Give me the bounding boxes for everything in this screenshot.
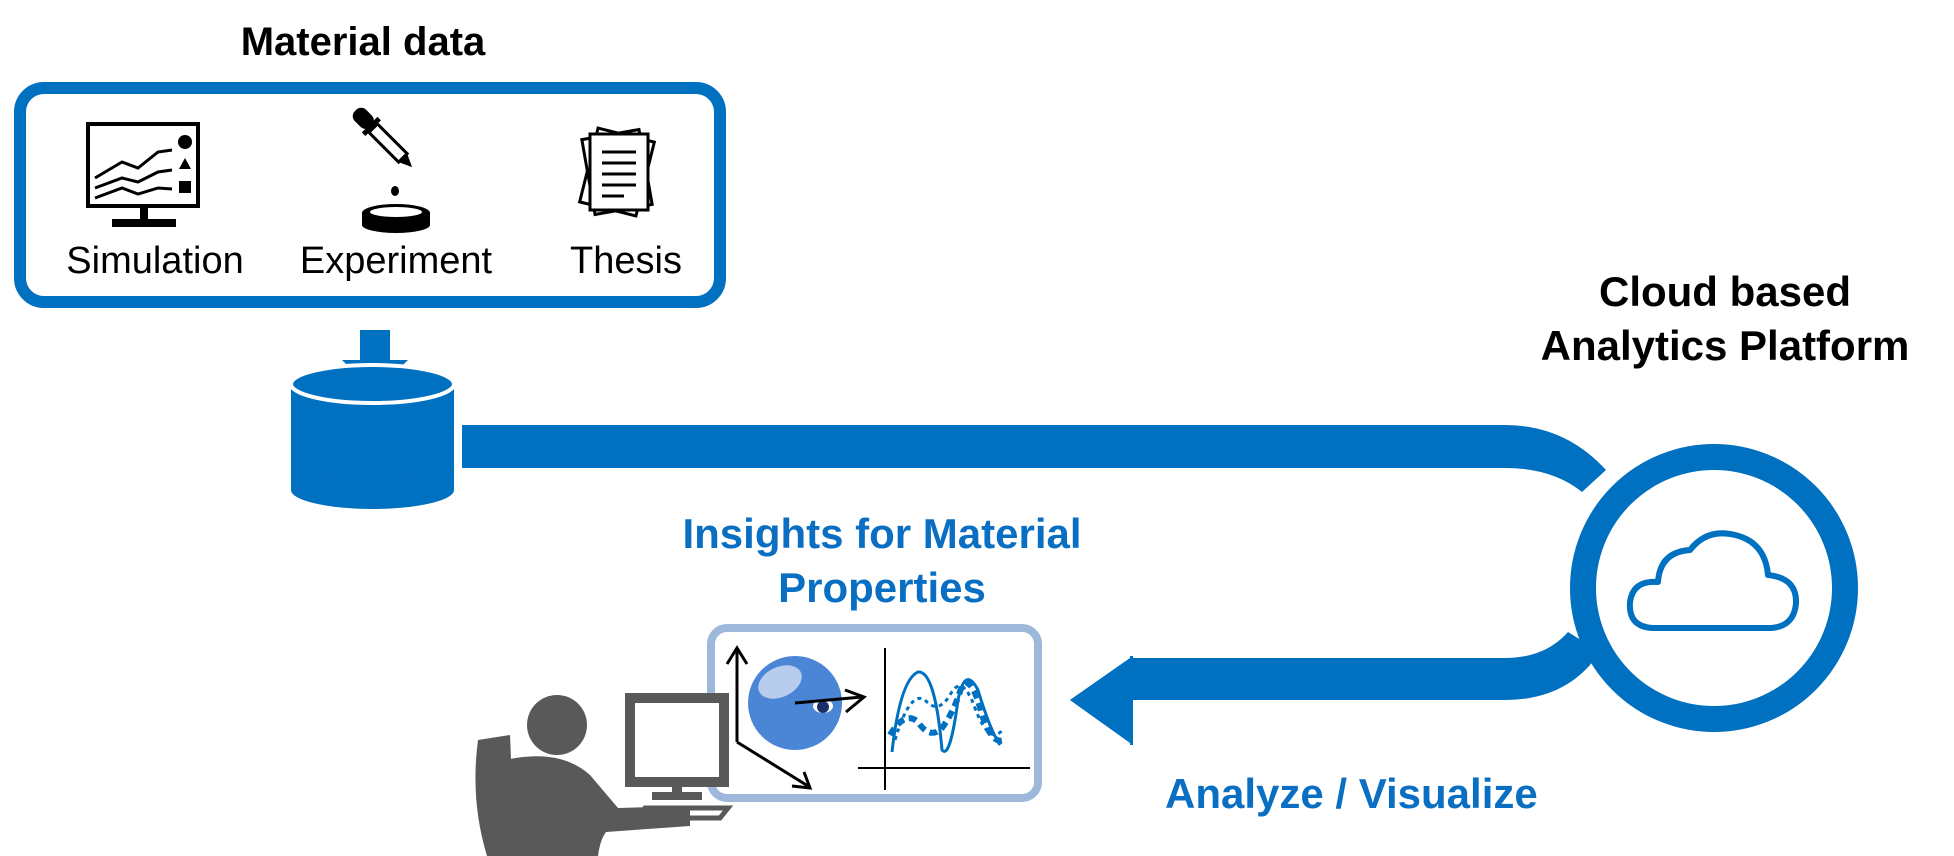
cloud-platform-ring <box>1583 457 1845 719</box>
user-at-computer-icon <box>475 695 728 856</box>
platform-title-line2: Analytics Platform <box>1541 322 1910 370</box>
lower-flow-band <box>1130 632 1600 700</box>
database-cylinder-icon <box>291 365 454 509</box>
source-label-experiment: Experiment <box>300 240 492 283</box>
source-label-simulation: Simulation <box>66 240 243 283</box>
insights-title-line2: Properties <box>778 564 986 612</box>
documents-icon <box>580 128 655 216</box>
platform-title-line1: Cloud based <box>1599 268 1851 316</box>
source-label-thesis: Thesis <box>570 240 682 283</box>
analyze-visualize-label: Analyze / Visualize <box>1165 770 1538 818</box>
insights-title-line1: Insights for Material <box>682 510 1081 558</box>
material-data-title: Material data <box>241 20 486 65</box>
upper-flow-band <box>462 425 1606 492</box>
